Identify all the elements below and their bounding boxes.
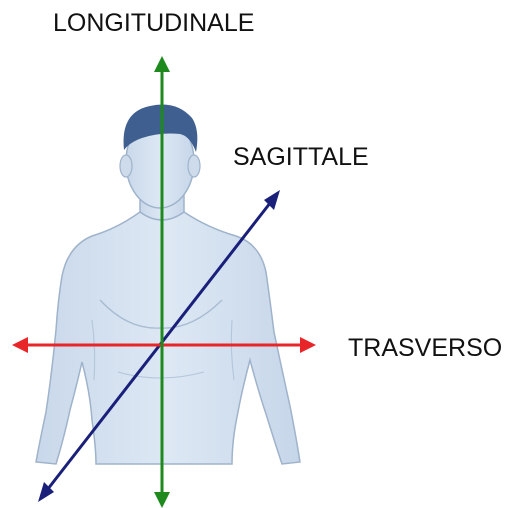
longitudinal-arrowhead-top: [154, 56, 170, 72]
transverse-arrowhead-right: [300, 337, 316, 353]
torso: [36, 212, 300, 464]
longitudinal-label: LONGITUDINALE: [53, 11, 254, 36]
transverse-label: TRASVERSO: [348, 336, 502, 361]
transverse-arrowhead-left: [12, 337, 28, 353]
longitudinal-arrowhead-bottom: [154, 492, 170, 508]
sagittal-label: SAGITTALE: [233, 145, 369, 170]
